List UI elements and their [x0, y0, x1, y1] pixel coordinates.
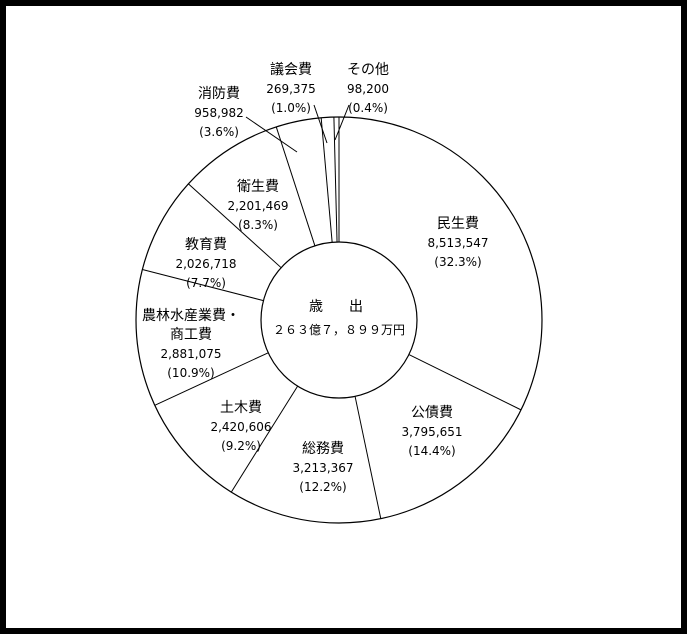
leader-line-gikaihi: [313, 104, 328, 144]
slice-name: 農林水産業費・: [142, 308, 240, 324]
center-title: 歳 出: [308, 299, 369, 315]
slice-label-dobokuhi: 土木費 2,420,606 (9.2%): [210, 399, 271, 456]
slice-divider: [188, 183, 282, 269]
slice-name: 土木費: [219, 400, 262, 416]
slice-label-somuhi: 総務費 3,213,367 (12.2%): [292, 440, 353, 497]
donut-inner-circle: [260, 241, 418, 399]
slice-percent: (1.0%): [271, 101, 311, 115]
slice-percent: (12.2%): [299, 480, 347, 494]
slice-value: 269,375: [266, 82, 316, 96]
slice-name: その他: [347, 62, 389, 78]
slice-divider: [333, 117, 338, 243]
slice-percent: (7.7%): [186, 276, 226, 290]
slice-percent: (10.9%): [167, 366, 215, 380]
slice-percent: (9.2%): [221, 439, 261, 453]
slice-value: 2,201,469: [227, 199, 289, 213]
slice-value: 2,420,606: [210, 420, 272, 434]
slice-name: 衛生費: [236, 179, 279, 195]
center-value: ２６３億７，８９９万円: [272, 323, 406, 337]
slice-value: 2,026,718: [175, 257, 237, 271]
slice-percent: (14.4%): [408, 444, 456, 458]
slice-divider: [408, 354, 522, 411]
leader-line-sonota: [334, 104, 350, 141]
slice-label-kosaihi: 公債費 3,795,651 (14.4%): [401, 404, 462, 461]
slice-name: 議会費: [270, 62, 312, 78]
slice-percent: (8.3%): [238, 218, 278, 232]
slice-value: 8,513,547: [427, 236, 489, 250]
slice-name: 消防費: [198, 86, 240, 102]
slice-percent: (32.3%): [434, 255, 482, 269]
slice-label-minseihi: 民生費 8,513,547 (32.3%): [427, 215, 488, 272]
slice-name: 民生費: [436, 216, 479, 232]
slice-value: 2,881,075: [160, 347, 222, 361]
slice-divider: [275, 126, 316, 246]
slice-value: 3,213,367: [292, 461, 354, 475]
slice-divider: [230, 385, 299, 493]
slice-divider: [142, 269, 264, 302]
slice-label-eiseihi: 衛生費 2,201,469 (8.3%): [227, 178, 288, 235]
slice-name: 公債費: [410, 405, 453, 421]
donut-center-text: 歳 出 ２６３億７，８９９万円: [273, 296, 405, 342]
slice-percent: (0.4%): [348, 101, 388, 115]
slice-label-norinsuisangyohi-shokohi: 農林水産業費・ 商工費 2,881,075 (10.9%): [142, 307, 240, 383]
slice-name-line2: 商工費: [170, 327, 212, 343]
slice-divider: [320, 117, 333, 243]
slice-value: 98,200: [347, 82, 389, 96]
slice-label-gikaihi: 議会費 269,375 (1.0%): [266, 61, 316, 118]
slice-divider: [354, 396, 382, 519]
slice-value: 3,795,651: [401, 425, 463, 439]
slice-label-kyoikuhi: 教育費 2,026,718 (7.7%): [175, 236, 236, 293]
slice-label-sonota: その他 98,200 (0.4%): [347, 61, 389, 118]
leader-line-shobohi: [245, 116, 298, 153]
slice-name: 教育費: [184, 237, 227, 253]
slice-percent: (3.6%): [199, 125, 239, 139]
slice-label-shobohi: 消防費 958,982 (3.6%): [194, 85, 244, 142]
slice-name: 総務費: [301, 441, 344, 457]
slice-divider: [154, 352, 269, 406]
slice-value: 958,982: [194, 106, 244, 120]
